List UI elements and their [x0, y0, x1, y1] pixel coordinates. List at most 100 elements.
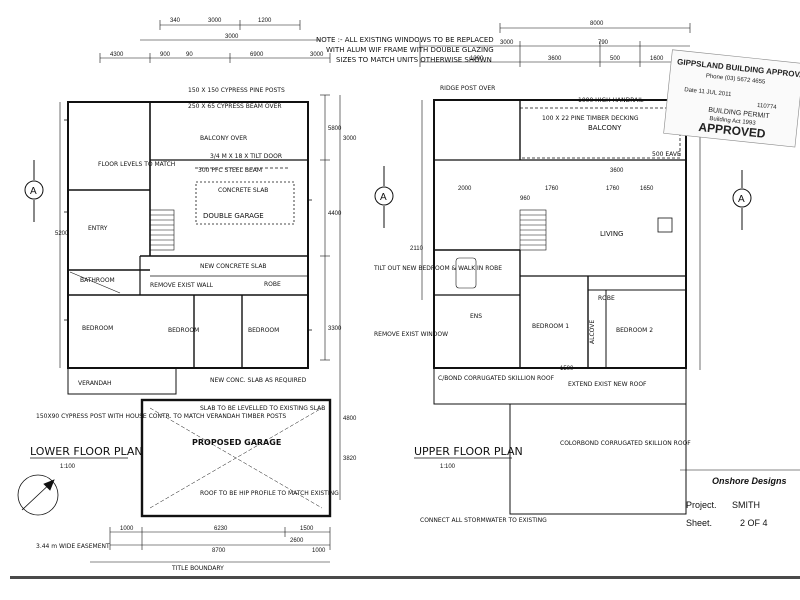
dim-upper-top-3: 3600 — [548, 56, 562, 62]
stamp-date: Date 11 JUL 2011 — [684, 87, 732, 98]
note-remove-wall: REMOVE EXIST WALL — [150, 282, 214, 289]
room-alcove: ALCOVE — [589, 320, 596, 344]
note-handrail: 1000 HIGH HANDRAIL — [578, 97, 644, 104]
note-cypress-post: 150X90 CYPRESS POST WITH HOUSE CONTR. TO… — [36, 413, 286, 420]
note-line-2: WITH ALUM WIF FRAME WITH DOUBLE GLAZING — [326, 46, 494, 54]
dim-upper-top-6: 1300 — [470, 56, 484, 62]
dim-lower-bot-2: 6230 — [214, 526, 228, 532]
general-note: NOTE :- ALL EXISTING WINDOWS TO BE REPLA… — [316, 36, 494, 64]
firm-name: Onshore Designs — [712, 476, 787, 486]
room-double-garage: DOUBLE GARAGE — [203, 212, 264, 220]
dim-lower-h7: 5200 — [55, 231, 69, 237]
dim-lower-h3: 4400 — [328, 211, 342, 217]
note-easement: 3.44 m WIDE EASEMENT — [36, 543, 110, 550]
room-robe: ROBE — [264, 281, 281, 288]
note-ridge-post: RIDGE POST OVER — [440, 85, 495, 92]
dim-lower-h6: 3820 — [343, 456, 357, 462]
dim-lower-top-4: 3000 — [225, 34, 239, 40]
upper-floor-scale: 1:100 — [440, 464, 456, 470]
section-marker-left-icon — [24, 180, 44, 200]
note-steel-beam: 300 PFC STEEL BEAM — [198, 167, 262, 174]
room-living: LIVING — [600, 230, 623, 238]
room-verandah: VERANDAH — [78, 380, 112, 387]
north-arrow-icon — [17, 474, 59, 516]
dim-upper-top-1: 8000 — [590, 21, 604, 27]
upper-floor-plan: 8000 790 3600 500 1600 1300 3000 — [373, 21, 701, 524]
note-cypress-posts: 150 X 150 CYPRESS PINE POSTS — [188, 87, 285, 94]
note-concrete-slab: CONCRETE SLAB — [218, 187, 268, 194]
room-balcony: BALCONY — [588, 124, 622, 132]
note-remove-window: REMOVE EXIST WINDOW — [374, 331, 448, 338]
dim-upper-r5: 1650 — [640, 186, 654, 192]
lower-floor-plan: 340 3000 1200 3000 4300 900 90 6900 3000 — [17, 18, 357, 572]
dim-upper-r6: 960 — [520, 196, 531, 202]
dim-lower-h2: 3000 — [343, 136, 357, 142]
approval-stamp: GIPPSLAND BUILDING APPROVALS Phone (03) … — [663, 49, 800, 148]
dim-lower-row2-b: 900 — [160, 52, 171, 58]
title-block: Onshore Designs Project. SMITH Sheet. 2 … — [680, 469, 800, 528]
note-eave: 500 EAVE — [652, 151, 681, 158]
room-bedroom-2: BEDROOM — [168, 327, 199, 334]
section-label-mid: A — [380, 192, 387, 203]
note-new-bedroom: TILT OUT NEW BEDROOM & WALK IN ROBE — [373, 265, 502, 272]
lower-outer-wall — [67, 101, 309, 369]
note-balcony-over: BALCONY OVER — [200, 135, 247, 142]
room-ens: ENS — [470, 313, 482, 320]
section-marker-mid-icon — [374, 186, 394, 206]
lower-floor-scale: 1:100 — [60, 464, 76, 470]
note-decking: 100 X 22 PINE TIMBER DECKING — [542, 115, 639, 122]
note-floor-levels: FLOOR LEVELS TO MATCH — [98, 161, 175, 168]
lower-stair — [149, 209, 175, 251]
note-line-3: SIZES TO MATCH UNITS OTHERWISE SHOWN — [336, 56, 492, 64]
note-cypress-beam: 250 X 65 CYPRESS BEAM OVER — [188, 103, 282, 110]
project-label: Project. — [686, 500, 717, 510]
sheet-value: 2 OF 4 — [740, 518, 768, 528]
lower-top-dimensions — [99, 20, 331, 63]
room-bathroom: BATHROOM — [80, 277, 115, 284]
note-new-slab: NEW CONC. SLAB AS REQUIRED — [210, 377, 307, 384]
room-bedroom-2-upper: BEDROOM 2 — [616, 327, 653, 334]
section-label-right: A — [738, 194, 745, 205]
dim-lower-top-2: 3000 — [208, 18, 222, 24]
dim-lower-h5: 4800 — [343, 416, 357, 422]
sheet-label: Sheet. — [686, 518, 712, 528]
dim-upper-r3: 1760 — [545, 186, 559, 192]
dim-lower-bot-5: 2600 — [290, 538, 304, 544]
dim-lower-row2-c: 90 — [186, 52, 193, 58]
note-slab-level: SLAB TO BE LEVELLED TO EXISTING SLAB — [200, 405, 325, 412]
section-label-left: A — [30, 186, 37, 197]
upper-floor-title: UPPER FLOOR PLAN — [414, 445, 523, 458]
note-extend-roof: EXTEND EXIST NEW ROOF — [568, 381, 647, 388]
room-bedroom-1-upper: BEDROOM 1 — [532, 323, 569, 330]
dim-lower-bot-1: 1000 — [120, 526, 134, 532]
dim-lower-top-3: 1200 — [258, 18, 272, 24]
bottom-divider — [10, 576, 800, 579]
dim-upper-top-7: 3000 — [500, 40, 514, 46]
room-robe-upper: ROBE — [598, 295, 615, 302]
dim-lower-h1: 5800 — [328, 126, 342, 132]
dim-lower-row2-e: 3000 — [310, 52, 324, 58]
project-value: SMITH — [732, 500, 760, 510]
dim-upper-r8: 2110 — [410, 246, 424, 252]
note-colorbond-2: COLORBOND CORRUGATED SKILLION ROOF — [560, 440, 691, 447]
dim-upper-top-2: 790 — [598, 40, 609, 46]
note-line-1: NOTE :- ALL EXISTING WINDOWS TO BE REPLA… — [316, 36, 494, 44]
room-entry: ENTRY — [88, 225, 108, 232]
note-stormwater: CONNECT ALL STORMWATER TO EXISTING — [420, 517, 547, 524]
dim-lower-bot-4: 8700 — [212, 548, 226, 554]
stamp-act: Building Act 1993 — [709, 116, 756, 127]
note-colorbond-1: C/BOND CORRUGATED SKILLION ROOF — [438, 375, 555, 382]
room-bedroom-3: BEDROOM — [248, 327, 279, 334]
dim-lower-h4: 3300 — [328, 326, 342, 332]
dim-upper-r4: 1760 — [606, 186, 620, 192]
dim-upper-r2: 3600 — [610, 168, 624, 174]
dim-upper-top-5: 1600 — [650, 56, 664, 62]
proposed-garage-outline — [140, 398, 332, 518]
dim-lower-top-1: 340 — [170, 18, 181, 24]
note-title-boundary: TITLE BOUNDARY — [171, 565, 224, 572]
note-roof: ROOF TO BE HIP PROFILE TO MATCH EXISTING — [200, 490, 339, 497]
note-new-concrete: NEW CONCRETE SLAB — [200, 263, 267, 270]
room-proposed-garage: PROPOSED GARAGE — [192, 438, 281, 447]
note-lintel: 3/4 M X 18 X TILT DOOR — [210, 153, 282, 160]
